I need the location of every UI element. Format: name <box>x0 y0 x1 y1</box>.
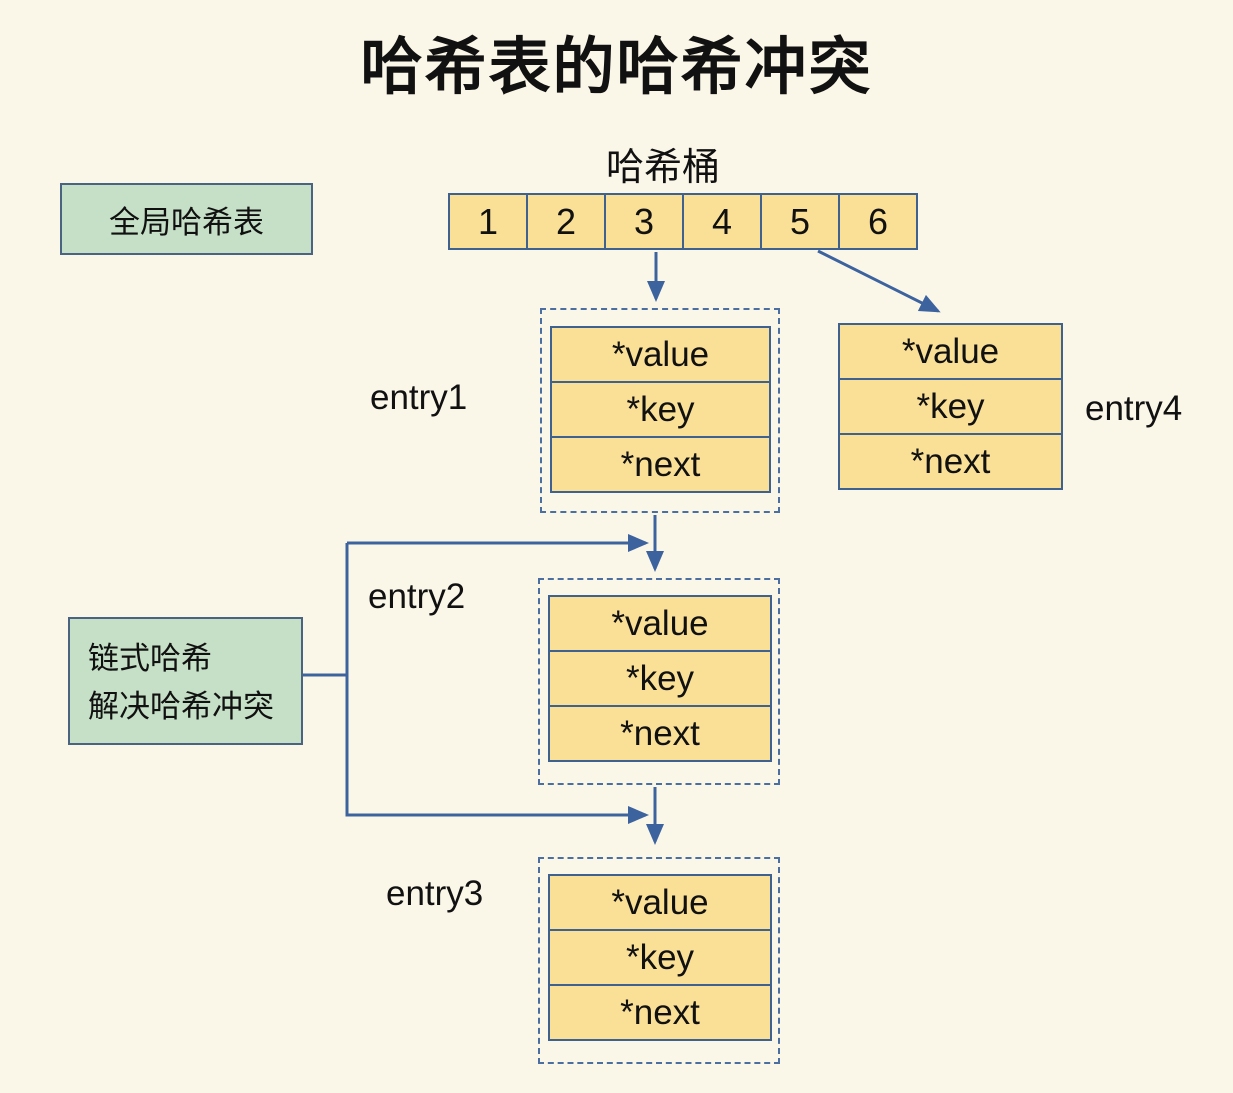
entry3-dashed-box <box>538 857 780 1064</box>
bucket-cell-6: 6 <box>838 193 918 250</box>
arrow-bucket5-to-entry4 <box>817 249 941 313</box>
entry1-label: entry1 <box>370 378 468 417</box>
chained-hash-note-box: 链式哈希 解决哈希冲突 <box>68 617 303 745</box>
entry1-dashed-box <box>540 308 780 513</box>
bucket-label: 哈希桶 <box>605 147 720 189</box>
bucket-cell-3: 3 <box>604 193 684 250</box>
entry4-next-cell: *next <box>838 433 1063 490</box>
entry3-key-cell: *key <box>548 929 772 986</box>
entry2-key-cell: *key <box>548 650 772 707</box>
entry1-key-cell: *key <box>550 381 771 438</box>
entry1-node: *value *key *next <box>550 326 771 493</box>
global-hash-table-box: 全局哈希表 <box>60 183 313 255</box>
entry3-label: entry3 <box>386 874 484 913</box>
bucket-cell-2: 2 <box>526 193 606 250</box>
diagram-title: 哈希表的哈希冲突 <box>360 33 873 102</box>
hash-bucket-array: 1 2 3 4 5 6 <box>448 193 918 250</box>
global-hash-table-label: 全局哈希表 <box>109 204 264 240</box>
entry1-next-cell: *next <box>550 436 771 493</box>
bucket-cell-4: 4 <box>682 193 762 250</box>
chained-hash-note-line2: 解决哈希冲突 <box>88 689 274 724</box>
chained-hash-note-line1: 链式哈希 <box>88 641 212 676</box>
entry4-key-cell: *key <box>838 378 1063 435</box>
entry1-value-cell: *value <box>550 326 771 383</box>
entry4-label: entry4 <box>1085 389 1183 428</box>
entry3-value-cell: *value <box>548 874 772 931</box>
entry2-label: entry2 <box>368 577 466 616</box>
entry3-next-cell: *next <box>548 984 772 1041</box>
entry3-node: *value *key *next <box>548 874 772 1041</box>
entry4-value-cell: *value <box>838 323 1063 380</box>
bucket-cell-1: 1 <box>448 193 528 250</box>
entry2-node: *value *key *next <box>548 595 772 762</box>
entry2-next-cell: *next <box>548 705 772 762</box>
bucket-cell-5: 5 <box>760 193 840 250</box>
entry4-node: *value *key *next <box>838 323 1063 490</box>
entry2-value-cell: *value <box>548 595 772 652</box>
